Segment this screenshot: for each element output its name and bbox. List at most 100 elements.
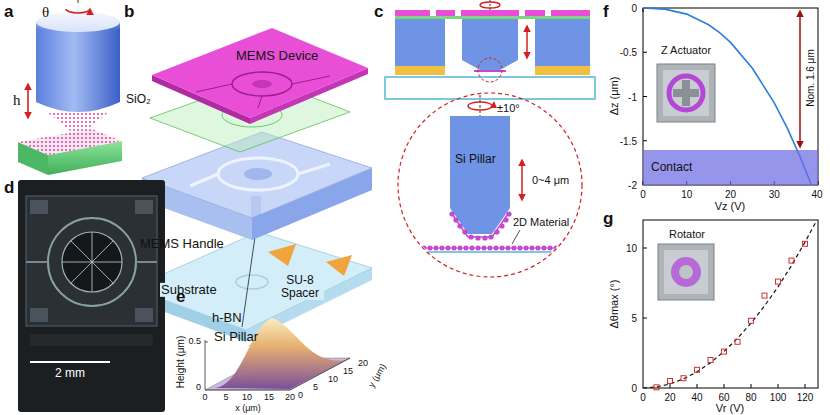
- device-photo: [135, 308, 153, 322]
- axis-tick: 20: [664, 392, 675, 403]
- cross-section-illustration: [453, 217, 458, 222]
- pillar-illustration: [66, 9, 90, 13]
- axis-tick: 40: [691, 392, 702, 403]
- rotator-plot: [668, 379, 673, 384]
- dimension-label: 0~4 μm: [532, 174, 569, 186]
- cross-section-illustration: [400, 246, 580, 251]
- inset-title: Rotator: [669, 228, 705, 240]
- axis-title: Height (μm): [175, 336, 186, 388]
- device-photo: [30, 334, 153, 346]
- z-actuator-plot: [657, 64, 715, 122]
- device-photo: [136, 261, 157, 263]
- panel-letter: b: [124, 3, 134, 22]
- afm-surface-plot: [205, 318, 350, 390]
- rotator-plot: [664, 250, 708, 294]
- cross-section-illustration: [480, 95, 481, 116]
- device-photo: [48, 218, 136, 306]
- part-label: Si Pillar: [214, 330, 258, 344]
- cross-section-illustration: [482, 235, 487, 240]
- device-photo: [18, 180, 165, 412]
- axis-tick: 10: [681, 189, 692, 200]
- part-label: MEMS Device: [236, 49, 318, 63]
- part-label: Si Pillar: [455, 153, 496, 166]
- cross-section-illustration: [526, 26, 528, 58]
- axis-tick: 60: [718, 392, 729, 403]
- cross-section-illustration: [395, 10, 590, 16]
- afm-surface-plot: [205, 342, 208, 343]
- dimension-symbol: h: [13, 92, 21, 109]
- pillar-illustration: [18, 129, 122, 155]
- axis-title: x (μm): [235, 404, 261, 414]
- rotator-plot: [789, 258, 794, 263]
- dimension-label: Nom. 1.6 μm: [805, 49, 816, 106]
- z-actuator-plot: [643, 8, 818, 185]
- pillar-illustration: [36, 22, 120, 112]
- device-photo: [135, 200, 153, 214]
- cross-section-illustration: [478, 58, 502, 82]
- cross-section-illustration: [395, 19, 445, 66]
- cross-section-illustration: [490, 101, 497, 108]
- axis-tick: 30: [769, 189, 780, 200]
- device-photo: [18, 180, 165, 412]
- cross-section-illustration: [488, 234, 493, 239]
- cross-section-illustration: [512, 230, 520, 244]
- rotator-plot: [658, 244, 714, 300]
- cross-section-illustration: [480, 2, 500, 8]
- rotator-plot: [654, 385, 659, 390]
- cross-section-illustration: [395, 16, 590, 19]
- part-label: Substrate: [160, 283, 218, 297]
- cross-section-illustration: [545, 10, 551, 16]
- device-stack-illustration: [252, 80, 272, 88]
- device-photo: [26, 261, 48, 263]
- cross-section-illustration: [494, 229, 499, 234]
- pillar-illustration: [34, 4, 124, 30]
- rotator-plot: [803, 241, 808, 246]
- panel-letter: f: [603, 3, 609, 22]
- cross-section-illustration: [400, 252, 580, 282]
- pillar-illustration: [27, 84, 29, 118]
- cross-section-illustration: [385, 0, 595, 282]
- axis-title: Δz (μm): [608, 77, 620, 116]
- panel-letter: d: [4, 179, 14, 198]
- afm-surface-plot: [236, 369, 312, 376]
- cross-section-illustration: [521, 160, 523, 200]
- axis-tick: 0: [631, 383, 637, 394]
- cross-section-illustration: [385, 77, 595, 99]
- inset-image: Rotator: [650, 226, 724, 320]
- rotator-plot: [679, 265, 693, 279]
- device-photo: [62, 232, 122, 292]
- device-stack-illustration: [190, 174, 218, 186]
- device-stack-illustration: [196, 84, 232, 92]
- rotator-plot: [762, 293, 767, 298]
- axis-tick: 0.5: [188, 337, 201, 347]
- rotator-plot: [643, 220, 818, 388]
- axis-tick: -2: [628, 180, 637, 191]
- band-label: Contact: [651, 161, 692, 174]
- cross-section-illustration: [400, 248, 580, 249]
- part-label: 2D Material: [513, 216, 569, 228]
- z-actuator-plot: [643, 8, 818, 185]
- cross-section-illustration: [519, 10, 525, 16]
- axis-tick: 0: [631, 3, 637, 14]
- device-stack-illustration: [152, 28, 368, 118]
- panel-letter: e: [176, 288, 185, 307]
- cross-section-illustration: [474, 70, 506, 72]
- afm-surface-plot: [290, 358, 350, 390]
- axis-tick: 20: [285, 393, 295, 403]
- cross-section-illustration: [395, 66, 445, 75]
- device-stack-illustration: [258, 96, 262, 108]
- device-photo: [71, 241, 113, 283]
- cross-section-illustration: [468, 234, 473, 239]
- axis-tick: 120: [797, 392, 814, 403]
- panel-letter: g: [603, 210, 613, 229]
- rotator-plot: [776, 279, 781, 284]
- axis-tick: 100: [770, 392, 787, 403]
- part-label: MEMS Handle: [140, 237, 224, 251]
- axis-tick: -0.5: [620, 47, 637, 58]
- panel-letter: c: [374, 3, 383, 22]
- cross-section-illustration: [503, 217, 508, 222]
- device-stack-illustration: [326, 255, 352, 276]
- inset-title: Z Actuator: [661, 44, 711, 56]
- rotator-plot: [671, 257, 701, 287]
- cross-section-illustration: [398, 93, 582, 277]
